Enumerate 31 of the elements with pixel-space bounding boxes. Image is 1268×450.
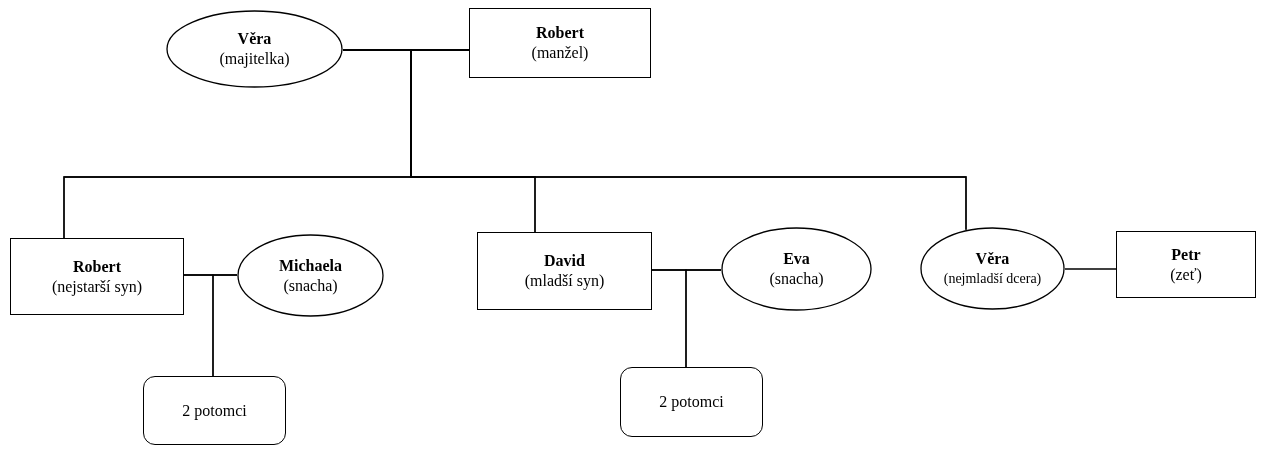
person-box xyxy=(1116,231,1256,298)
person-name: Věra xyxy=(237,29,272,49)
person-ellipse xyxy=(166,10,343,88)
person-name: Věra xyxy=(975,248,1010,269)
role-text: (nejstarší syn) xyxy=(51,276,143,297)
descendants-box xyxy=(143,376,286,445)
node-text: 2 potomci xyxy=(659,392,724,412)
role-text: (manžel) xyxy=(531,43,589,63)
connector-line xyxy=(685,269,722,368)
person-name: Michaela xyxy=(278,255,343,276)
person-box xyxy=(469,8,651,78)
role-text: (zeť) xyxy=(1170,264,1202,285)
person-name: Eva xyxy=(783,249,810,269)
role-text: (majitelka) xyxy=(219,49,290,69)
role-text: (nejmladší dcera) xyxy=(943,269,1042,288)
person-ellipse xyxy=(721,227,872,311)
person-name: David xyxy=(544,251,585,271)
role-text: (snacha) xyxy=(769,269,824,289)
descendants-box xyxy=(620,367,763,437)
role-text: (mladší syn) xyxy=(524,271,605,291)
person-name: Robert xyxy=(536,23,584,43)
node-text: 2 potomci xyxy=(182,400,247,421)
person-name: Robert xyxy=(73,256,121,277)
role-text: (snacha) xyxy=(283,275,338,296)
person-name: Petr xyxy=(1171,244,1201,265)
connector-line xyxy=(1064,268,1117,270)
connector-line xyxy=(212,274,238,377)
person-box xyxy=(477,232,652,310)
person-box xyxy=(10,238,184,315)
person-ellipse xyxy=(920,227,1065,310)
person-ellipse xyxy=(237,234,384,317)
